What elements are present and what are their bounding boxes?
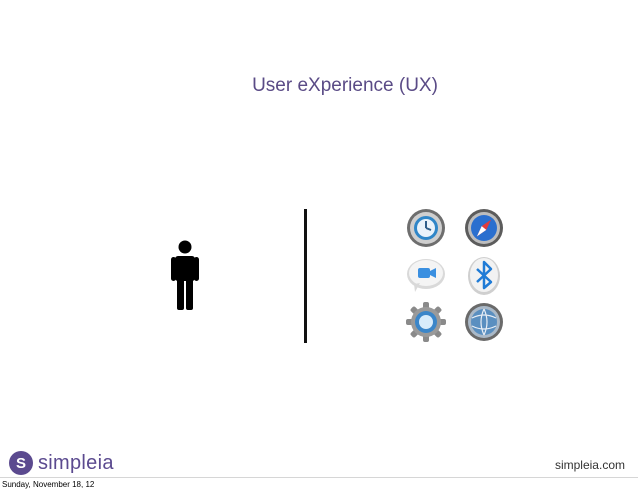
slide-date: Sunday, November 18, 12	[2, 480, 95, 489]
divider-line	[304, 209, 307, 343]
brand-logo: S simpleia	[9, 451, 114, 475]
time-machine-icon	[407, 209, 445, 247]
bluetooth-icon	[468, 257, 500, 295]
person-icon	[171, 240, 199, 310]
network-globe-icon	[465, 303, 503, 341]
facetime-chat-icon	[407, 259, 445, 292]
brand-name: simpleia	[38, 451, 114, 474]
safari-compass-icon	[465, 209, 503, 247]
brand-mark-icon: S	[9, 451, 33, 475]
slide-canvas: User eXperience (UX)	[0, 75, 638, 478]
website-label: simpleia.com	[554, 458, 625, 472]
slide-title: User eXperience (UX)	[252, 75, 438, 96]
system-preferences-gear-icon	[406, 302, 446, 342]
